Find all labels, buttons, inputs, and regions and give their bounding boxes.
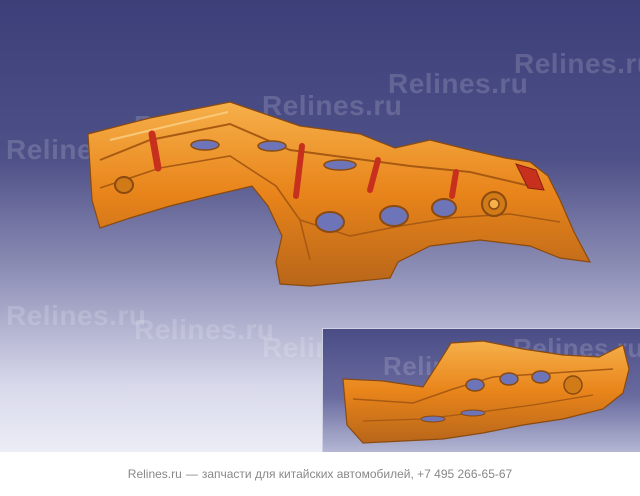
part-body [87, 101, 592, 287]
watermark-text: Relines.ru [134, 314, 275, 345]
caption-site: Relines.ru [127, 467, 182, 481]
watermark-text: Relines.ru [6, 300, 147, 331]
footer-caption: Relines.ru — запчасти для китайских авто… [0, 452, 640, 496]
caption-description: запчасти для китайских автомобилей, +7 4… [201, 467, 513, 481]
caption-separator: — [185, 467, 198, 481]
inset-part-body [342, 340, 630, 444]
inset-part-render [342, 340, 630, 444]
watermark-text: Relines.ru [388, 68, 529, 99]
main-part-render [87, 101, 592, 287]
main-viewport: Relines.ru Relines.ru Relines.ru Relines… [0, 0, 640, 452]
watermark-text: Relines.ru [262, 90, 403, 121]
watermark-text: Relines.ru [514, 48, 640, 79]
inset-view: Relines.ru Relines.ru [322, 328, 640, 452]
